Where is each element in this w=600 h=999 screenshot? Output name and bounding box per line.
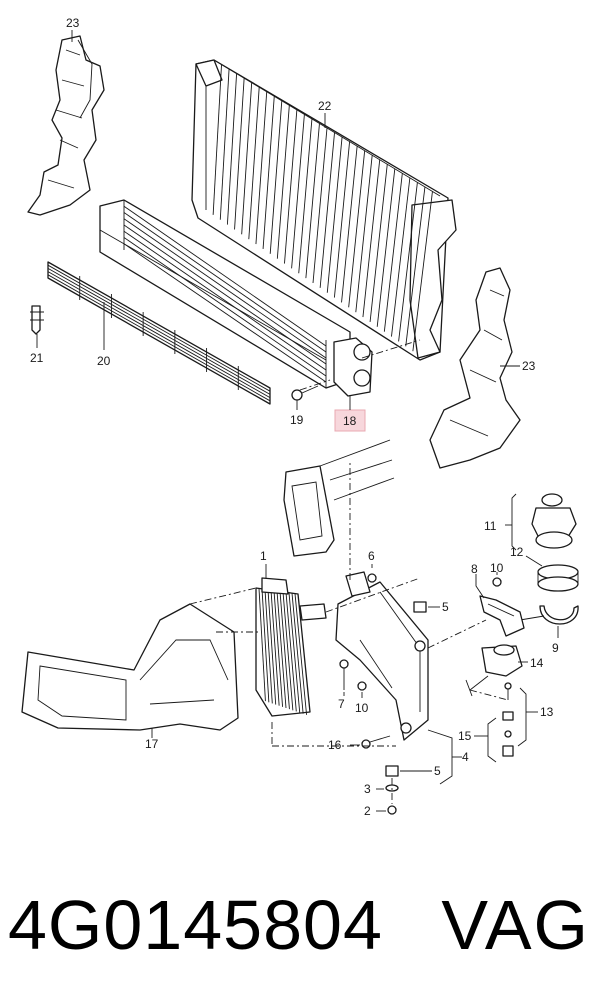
callout-19: 19 bbox=[290, 413, 304, 427]
callout-22: 22 bbox=[318, 99, 332, 113]
callout-16: 16 bbox=[328, 738, 342, 752]
callout-21: 21 bbox=[30, 351, 44, 365]
callout-12: 12 bbox=[510, 545, 524, 559]
seal-ring-12 bbox=[537, 564, 579, 592]
air-guide-right bbox=[429, 267, 521, 469]
fasteners-13-15 bbox=[502, 682, 514, 757]
callout-7: 7 bbox=[338, 697, 345, 711]
callout-3: 3 bbox=[364, 782, 371, 796]
clip-21 bbox=[30, 305, 44, 335]
screw-2 bbox=[387, 805, 397, 815]
mounting-bracket-4 bbox=[335, 581, 429, 741]
bushing-5-lower bbox=[385, 765, 399, 777]
assembly-lines bbox=[189, 339, 509, 804]
bushing-5-upper bbox=[413, 601, 427, 613]
part-number: 4G0145804 bbox=[8, 886, 383, 964]
air-duct-17 bbox=[21, 603, 239, 731]
callout-4: 4 bbox=[462, 750, 469, 764]
screw-10-lower bbox=[357, 681, 367, 691]
callout-11: 11 bbox=[484, 519, 497, 533]
callout-13: 13 bbox=[540, 705, 554, 719]
callout-9: 9 bbox=[552, 641, 559, 655]
callout-18: 18 bbox=[343, 414, 357, 428]
callout-2: 2 bbox=[364, 804, 371, 818]
coolant-pump-11 bbox=[531, 493, 577, 549]
callout-10-upper: 10 bbox=[490, 561, 504, 575]
callout-8: 8 bbox=[471, 562, 478, 576]
brand-label: VAG bbox=[441, 886, 590, 964]
bracket-6 bbox=[345, 571, 377, 597]
callout-10-lower: 10 bbox=[355, 701, 369, 715]
callout-1: 1 bbox=[260, 549, 267, 563]
radiator bbox=[191, 59, 457, 361]
callout-23-right: 23 bbox=[522, 359, 536, 373]
callout-5-lower: 5 bbox=[434, 764, 441, 778]
exploded-parts-diagram: 23 22 18 20 21 19 bbox=[21, 16, 579, 818]
callout-14: 14 bbox=[530, 656, 544, 670]
screw-7 bbox=[339, 659, 349, 690]
bracket-8 bbox=[479, 595, 525, 637]
callout-20: 20 bbox=[97, 354, 111, 368]
air-guide-left bbox=[27, 35, 105, 216]
auxiliary-radiator bbox=[99, 199, 373, 397]
mounting-frame bbox=[283, 439, 395, 557]
callout-6: 6 bbox=[368, 549, 375, 563]
callout-5-upper: 5 bbox=[442, 600, 449, 614]
front-grille bbox=[47, 261, 271, 405]
callout-15: 15 bbox=[458, 729, 472, 743]
intercooler-1 bbox=[255, 577, 327, 717]
clamp-9 bbox=[519, 605, 579, 625]
callout-17: 17 bbox=[145, 737, 159, 751]
screw-10-upper bbox=[492, 577, 502, 587]
callout-23-left: 23 bbox=[66, 16, 80, 30]
auxiliary-pump-14 bbox=[465, 644, 523, 697]
